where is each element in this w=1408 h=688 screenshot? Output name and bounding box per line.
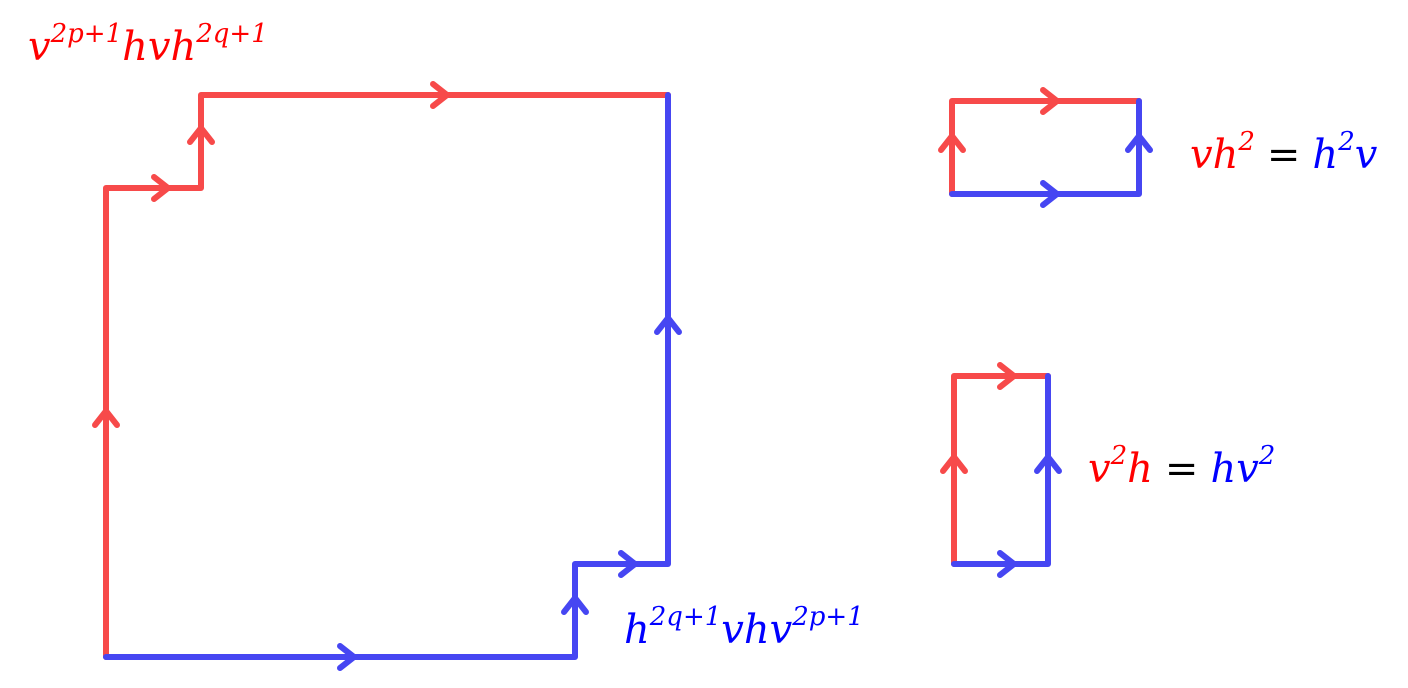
- label-part: vh: [1190, 132, 1238, 178]
- label-superscript: 2q+1: [195, 19, 268, 49]
- label-superscript: 2: [1110, 441, 1128, 471]
- arrow-right-icon: [151, 174, 171, 202]
- arrow-right-icon: [1040, 87, 1060, 115]
- label-part: v: [1355, 132, 1378, 178]
- label-part: h: [1312, 132, 1338, 178]
- arrow-right-icon: [430, 81, 450, 109]
- arrow-right-icon: [618, 550, 638, 578]
- label-part: h: [624, 607, 650, 653]
- equals-sign: =: [1267, 132, 1301, 178]
- arrow-up-icon: [92, 408, 120, 428]
- arrow-up-icon: [938, 133, 966, 153]
- label-part: hv: [1210, 446, 1259, 492]
- relation-label-2: v2h=hv2: [1088, 441, 1275, 492]
- arrow-right-icon: [997, 362, 1017, 390]
- label-superscript: 2q+1: [649, 602, 722, 632]
- arrow-up-icon: [561, 595, 589, 615]
- arrow-up-icon: [654, 315, 682, 335]
- arrow-right-icon: [1040, 180, 1060, 208]
- label-part: v: [28, 24, 51, 70]
- arrow-right-icon: [337, 643, 357, 671]
- large-blue-path: [103, 92, 682, 671]
- label-part: v: [1088, 446, 1111, 492]
- label-blue-word: h2q+1vhv2p+1: [624, 602, 864, 653]
- label-superscript: 2: [1258, 441, 1276, 471]
- arrow-up-icon: [940, 454, 968, 474]
- label-superscript: 2p+1: [791, 602, 864, 632]
- arrow-right-icon: [997, 550, 1017, 578]
- arrow-up-icon: [187, 125, 215, 145]
- label-red-word: v2p+1hvh2q+1: [28, 19, 268, 70]
- large-red-path: [92, 81, 671, 660]
- label-superscript: 2: [1237, 127, 1255, 157]
- label-superscript: 2: [1337, 127, 1355, 157]
- relation-label-1: vh2=h2v: [1190, 127, 1378, 178]
- label-part: vhv: [721, 607, 792, 653]
- equals-sign: =: [1165, 446, 1199, 492]
- label-part: hvh: [122, 24, 196, 70]
- relation-diagram-1: [938, 87, 1153, 208]
- arrow-up-icon: [1125, 133, 1153, 153]
- arrow-up-icon: [1034, 454, 1062, 474]
- label-part: h: [1127, 446, 1153, 492]
- label-superscript: 2p+1: [50, 19, 123, 49]
- relation-diagram-2: [940, 362, 1062, 578]
